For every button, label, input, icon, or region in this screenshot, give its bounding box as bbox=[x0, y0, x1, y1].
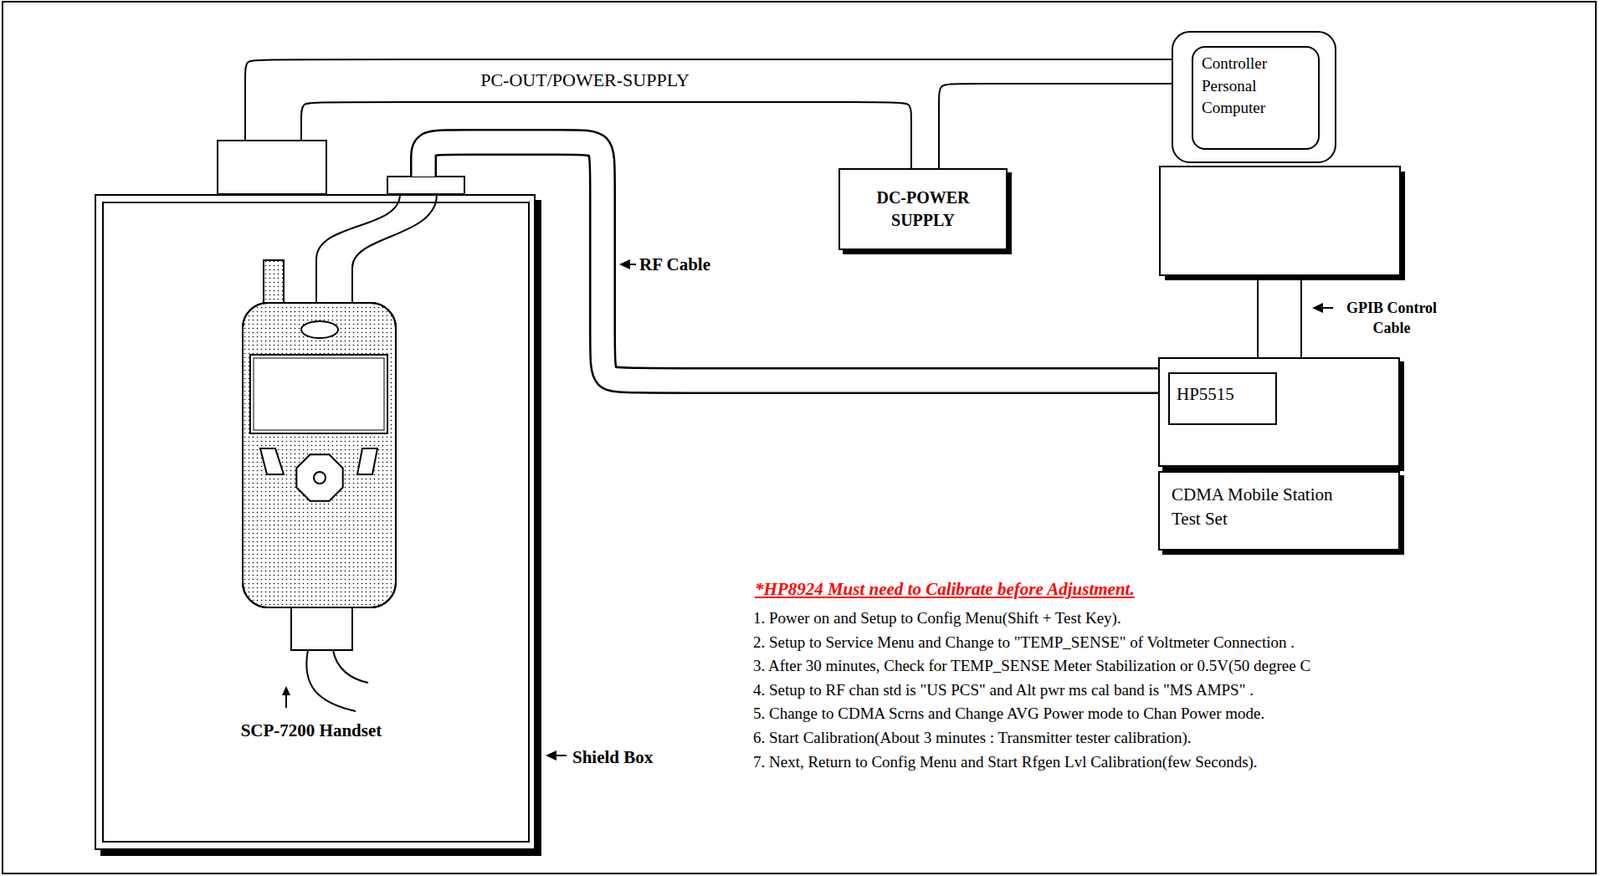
nav-center bbox=[313, 471, 326, 484]
pc-connector-block bbox=[217, 140, 327, 195]
gpib-cable bbox=[1256, 275, 1259, 358]
computer-base bbox=[1159, 166, 1400, 276]
rf-wire bbox=[316, 194, 400, 303]
cable-label: RF Cable bbox=[637, 254, 713, 276]
earpiece bbox=[301, 321, 339, 339]
bottom-cable bbox=[333, 650, 369, 683]
rf-cable bbox=[423, 142, 1159, 381]
shield-inner-wall bbox=[102, 201, 530, 843]
cdma-test-set-box: CDMA Mobile Station Test Set bbox=[1158, 471, 1400, 551]
pointer-arrow-head bbox=[545, 750, 557, 761]
handset-label: SCP-7200 Handset bbox=[241, 720, 383, 742]
power-supply-box: DC-POWER SUPPLY bbox=[838, 168, 1008, 251]
pointer-arrow bbox=[555, 754, 567, 757]
procedure-step: 2. Setup to Service Menu and Change to "… bbox=[753, 633, 1295, 652]
test-set-box: HP5515 bbox=[1158, 357, 1400, 467]
procedure-step: 7. Next, Return to Config Menu and Start… bbox=[753, 753, 1258, 772]
handset-screen bbox=[250, 354, 388, 434]
gpib-cable bbox=[1300, 275, 1303, 358]
soft-key bbox=[260, 448, 284, 475]
handset-body bbox=[242, 302, 396, 608]
node-text: CDMA Mobile Station Test Set bbox=[1171, 482, 1344, 533]
procedure-step: 5. Change to CDMA Scrns and Change AVG P… bbox=[753, 704, 1265, 724]
node-text: Controller Personal Computer bbox=[1201, 52, 1296, 120]
procedure-step: 4. Setup to RF chan std is "US PCS" and … bbox=[753, 681, 1254, 700]
antenna bbox=[263, 260, 284, 304]
pointer-arrow-head bbox=[1312, 302, 1324, 313]
procedure-step: 6. Start Calibration(About 3 minutes : T… bbox=[753, 728, 1191, 748]
warning-note: *HP8924 Must need to Calibrate before Ad… bbox=[754, 579, 1135, 600]
power-cable bbox=[938, 83, 1172, 169]
procedure-step: 1. Power on and Setup to Config Menu(Shi… bbox=[753, 609, 1122, 628]
rf-connector-block bbox=[387, 176, 465, 195]
cable-label: PC-OUT/POWER-SUPPLY bbox=[478, 69, 692, 92]
pointer-arrow bbox=[629, 263, 636, 266]
node-text: Shield Box bbox=[572, 747, 653, 769]
monitor-screen: Controller Personal Computer bbox=[1191, 46, 1320, 150]
shield-box: Shield Box bbox=[94, 194, 536, 851]
soft-key bbox=[357, 448, 378, 475]
pointer-arrow-head bbox=[282, 686, 291, 696]
procedure-step: 3. After 30 minutes, Check for TEMP_SENS… bbox=[753, 656, 1311, 676]
cable-group bbox=[423, 142, 1159, 381]
pc-out-cable bbox=[245, 59, 1172, 141]
pointer-arrow-head bbox=[619, 259, 631, 270]
nav-key bbox=[296, 454, 343, 501]
bottom-connector bbox=[291, 607, 353, 651]
screen-inner bbox=[253, 358, 385, 431]
node-text: DC-POWER SUPPLY bbox=[864, 186, 982, 232]
cable-core bbox=[423, 142, 1159, 381]
cable-group bbox=[245, 59, 1172, 141]
rf-wire bbox=[352, 194, 437, 303]
handset-texture bbox=[242, 302, 396, 608]
model-plate: HP5515 bbox=[1168, 372, 1277, 426]
pc-monitor: Controller Personal Computer bbox=[1171, 30, 1337, 164]
pointer-arrow bbox=[1322, 307, 1334, 309]
bottom-cable bbox=[306, 650, 356, 712]
cable-group bbox=[938, 83, 1172, 169]
node-text: HP5515 bbox=[1176, 384, 1269, 406]
cable-label: GPIB Control Cable bbox=[1337, 297, 1447, 339]
